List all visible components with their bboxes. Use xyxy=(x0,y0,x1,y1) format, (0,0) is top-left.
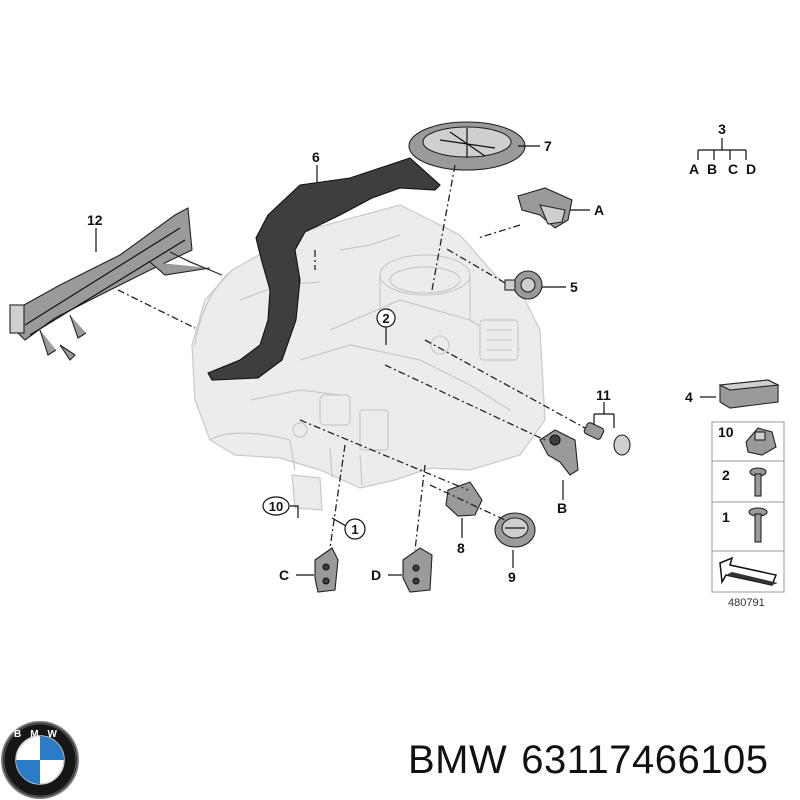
part-5-actuator xyxy=(504,270,543,300)
set-parent-label: 3 xyxy=(718,121,726,137)
screw-icon xyxy=(749,467,767,497)
part-12-bracket xyxy=(9,207,223,361)
callout-8: 8 xyxy=(457,540,465,556)
callout-11: 11 xyxy=(596,387,611,403)
callout-6: 6 xyxy=(312,149,320,165)
part-9-cap xyxy=(494,512,536,548)
set-item-a: A xyxy=(689,161,699,177)
part-a-holder xyxy=(517,187,573,229)
footer-part-number: 63117466105 xyxy=(521,738,769,782)
leader-lines xyxy=(95,145,615,576)
callout-c: C xyxy=(279,567,289,583)
part-7-cover xyxy=(408,121,526,171)
footer-label: BMW 63117466105 xyxy=(408,738,783,783)
callout-b: B xyxy=(557,500,567,516)
svg-text:10: 10 xyxy=(269,499,283,514)
part-b-bracket xyxy=(539,429,579,476)
bolt-icon xyxy=(748,507,768,543)
part-c-bracket xyxy=(314,547,339,593)
part-d-bracket xyxy=(402,547,433,593)
footer-brand: BMW xyxy=(408,738,508,782)
clip-icon xyxy=(745,427,777,456)
diagram-code: 480791 xyxy=(728,597,765,609)
set-item-d: D xyxy=(746,161,756,177)
set-item-c: C xyxy=(728,161,738,177)
assembly-lines xyxy=(117,164,586,551)
callout-a: A xyxy=(594,202,604,218)
callout-12: 12 xyxy=(87,212,103,228)
part-11-bulb xyxy=(583,422,631,456)
part-4-module: 4 xyxy=(685,379,780,409)
callout-d: D xyxy=(371,567,381,583)
set-item-b: B xyxy=(707,161,717,177)
callout-9: 9 xyxy=(508,569,516,585)
svg-text:1: 1 xyxy=(351,522,358,537)
callout-2-circle: 2 xyxy=(376,308,396,328)
legend-box: 10 2 1 xyxy=(711,421,785,593)
legend-row-2-number: 2 xyxy=(722,467,730,483)
part-6-trim xyxy=(207,157,441,381)
callout-4: 4 xyxy=(685,389,693,405)
callout-7: 7 xyxy=(544,138,552,154)
legend-row-1-number: 1 xyxy=(722,509,730,525)
part-8-socket xyxy=(445,481,483,517)
svg-text:2: 2 xyxy=(382,311,389,326)
callout-10-circle: 10 xyxy=(262,496,290,516)
legend-row-10-number: 10 xyxy=(718,424,734,440)
bmw-logo: BMW xyxy=(1,721,79,799)
callout-5: 5 xyxy=(570,279,578,295)
set-breakdown: 3 A B C D xyxy=(689,121,756,177)
callout-1-circle: 1 xyxy=(344,518,366,540)
direction-arrow-icon xyxy=(719,556,778,586)
svg-text:BMW: BMW xyxy=(14,729,66,740)
